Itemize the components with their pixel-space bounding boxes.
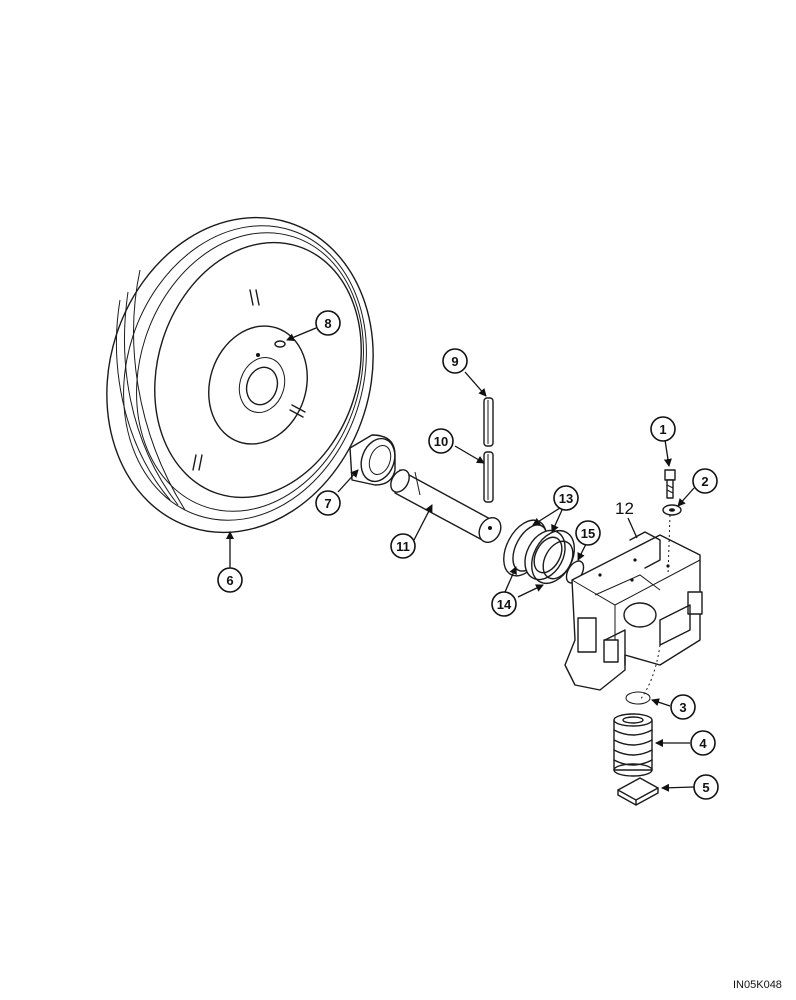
callout-1-label: 1 <box>659 422 666 437</box>
callout-6: 6 <box>217 567 243 593</box>
callout-6-label: 6 <box>226 573 233 588</box>
spring <box>613 713 653 777</box>
callout-13-label: 13 <box>559 491 573 506</box>
callout-3-label: 3 <box>679 700 686 715</box>
callout-8: 8 <box>315 310 341 336</box>
callout-13: 13 <box>553 485 579 511</box>
callout-7-label: 7 <box>324 496 331 511</box>
bearing-housing <box>564 531 703 691</box>
bolt <box>664 469 676 499</box>
callout-4-label: 4 <box>699 736 707 751</box>
callout-10-label: 10 <box>434 434 448 449</box>
washer <box>662 504 682 516</box>
leader-lines <box>226 327 695 792</box>
plug <box>625 691 651 705</box>
callout-5-label: 5 <box>702 780 709 795</box>
shim <box>617 777 659 806</box>
callout-9: 9 <box>442 348 468 374</box>
callout-9-label: 9 <box>451 354 458 369</box>
roll-pins <box>483 397 494 503</box>
callout-11: 11 <box>390 533 416 559</box>
callout-14-label: 14 <box>497 597 512 612</box>
callout-2-label: 2 <box>701 474 708 489</box>
callout-10: 10 <box>428 428 454 454</box>
callout-5: 5 <box>693 774 719 800</box>
bushing <box>349 434 396 486</box>
idler-wheel <box>106 216 374 534</box>
shaft <box>390 469 502 544</box>
callout-4: 4 <box>690 730 716 756</box>
callout-2: 2 <box>692 468 718 494</box>
label-12: 12 <box>615 499 634 518</box>
callout-1: 1 <box>650 416 676 442</box>
callout-15: 15 <box>575 520 601 546</box>
callout-7: 7 <box>315 490 341 516</box>
callout-3: 3 <box>670 694 696 720</box>
callout-14: 14 <box>491 591 517 617</box>
callout-11-label: 11 <box>396 539 410 554</box>
duo-cone-seals <box>503 519 576 584</box>
callout-15-label: 15 <box>581 526 595 541</box>
figure-code: IN05K048 <box>733 979 782 991</box>
callout-8-label: 8 <box>324 316 331 331</box>
